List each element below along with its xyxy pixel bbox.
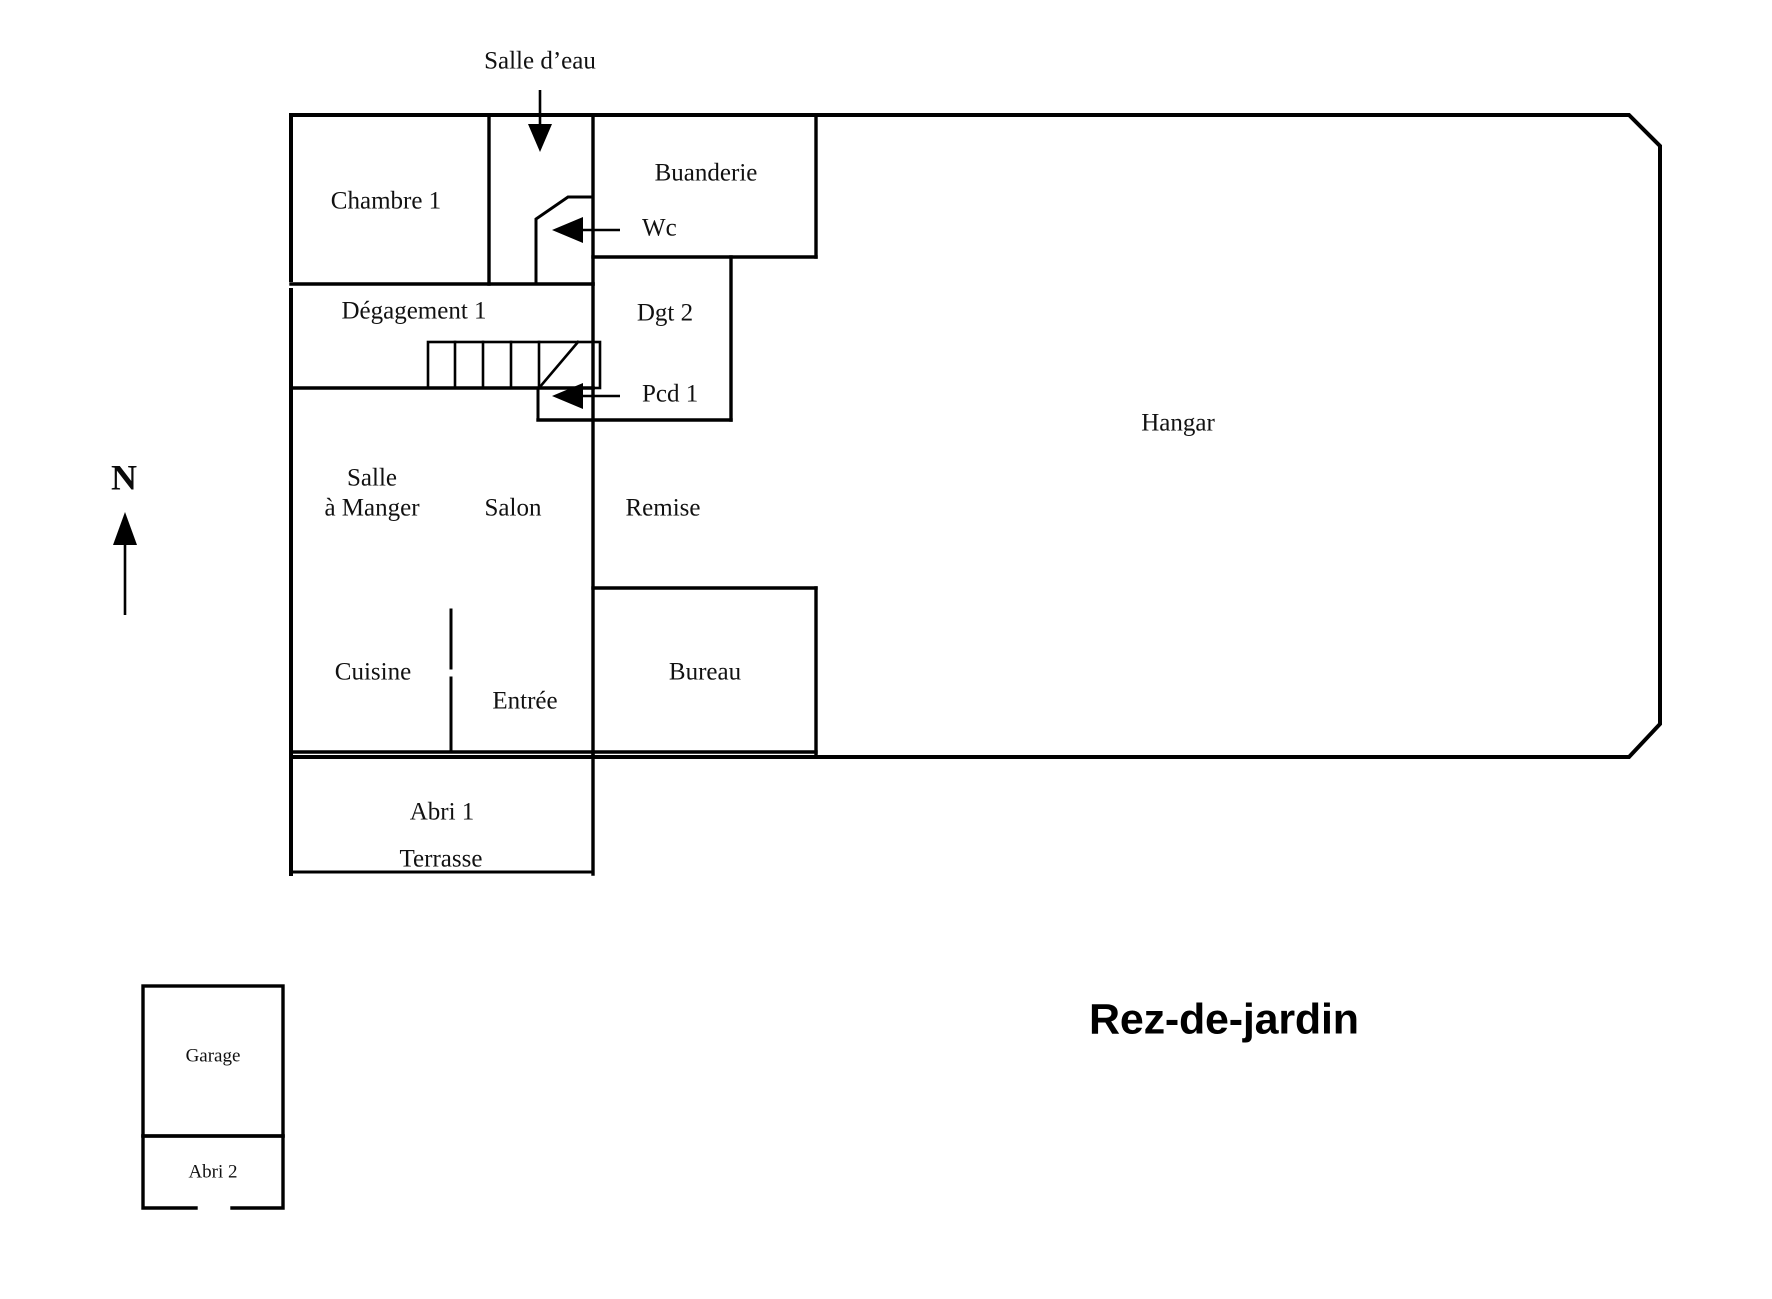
staircase-group (426, 340, 602, 390)
compass-group: N (111, 457, 137, 615)
room-labels-group: Chambre 1 Buanderie Dégagement 1 Dgt 2 H… (186, 160, 1216, 1183)
room-label-degagement-1: Dégagement 1 (341, 298, 486, 325)
room-label-salle-a-manger-line2: à Manger (324, 495, 420, 522)
room-label-cuisine: Cuisine (335, 659, 411, 686)
callout-wc: Wc (552, 215, 677, 243)
room-label-dgt-2: Dgt 2 (637, 300, 693, 327)
room-label-buanderie: Buanderie (655, 160, 758, 187)
callout-label-salle-d-eau: Salle d’eau (484, 48, 596, 75)
room-label-chambre-1: Chambre 1 (331, 188, 441, 215)
stair-winder-diagonal (537, 340, 580, 390)
room-label-entree: Entrée (492, 688, 557, 715)
abri2-outline (141, 1134, 285, 1210)
room-label-salon: Salon (485, 495, 542, 522)
staircase-outline (426, 340, 602, 390)
room-label-bureau: Bureau (669, 659, 742, 686)
arrow-left-icon (552, 383, 583, 409)
north-arrow-head (113, 512, 137, 545)
callout-label-wc: Wc (642, 215, 677, 242)
terrasse-zone (289, 750, 595, 876)
arrow-left-icon (552, 217, 583, 243)
room-label-salle-a-manger-line1: Salle (347, 465, 397, 492)
upper-zone-walls (289, 113, 818, 286)
wc-nook-outline (534, 195, 595, 286)
lower-zone-walls (289, 386, 818, 759)
room-label-abri-2: Abri 2 (188, 1161, 237, 1182)
callout-salle-d-eau: Salle d’eau (484, 48, 596, 152)
room-label-remise: Remise (626, 495, 701, 522)
arrow-down-icon (528, 124, 552, 152)
garage-block (141, 984, 285, 1210)
compass-letter-north: N (111, 457, 137, 497)
room-label-hangar: Hangar (1141, 410, 1215, 437)
callout-label-pcd-1: Pcd 1 (642, 381, 698, 408)
room-label-garage: Garage (186, 1045, 241, 1066)
room-label-terrasse: Terrasse (400, 846, 483, 873)
room-label-abri-1: Abri 1 (410, 799, 475, 826)
callout-pcd-1: Pcd 1 (552, 381, 698, 409)
building-outline (289, 113, 1662, 759)
north-arrow-icon (113, 512, 137, 615)
page-title: Rez-de-jardin (1089, 995, 1359, 1043)
